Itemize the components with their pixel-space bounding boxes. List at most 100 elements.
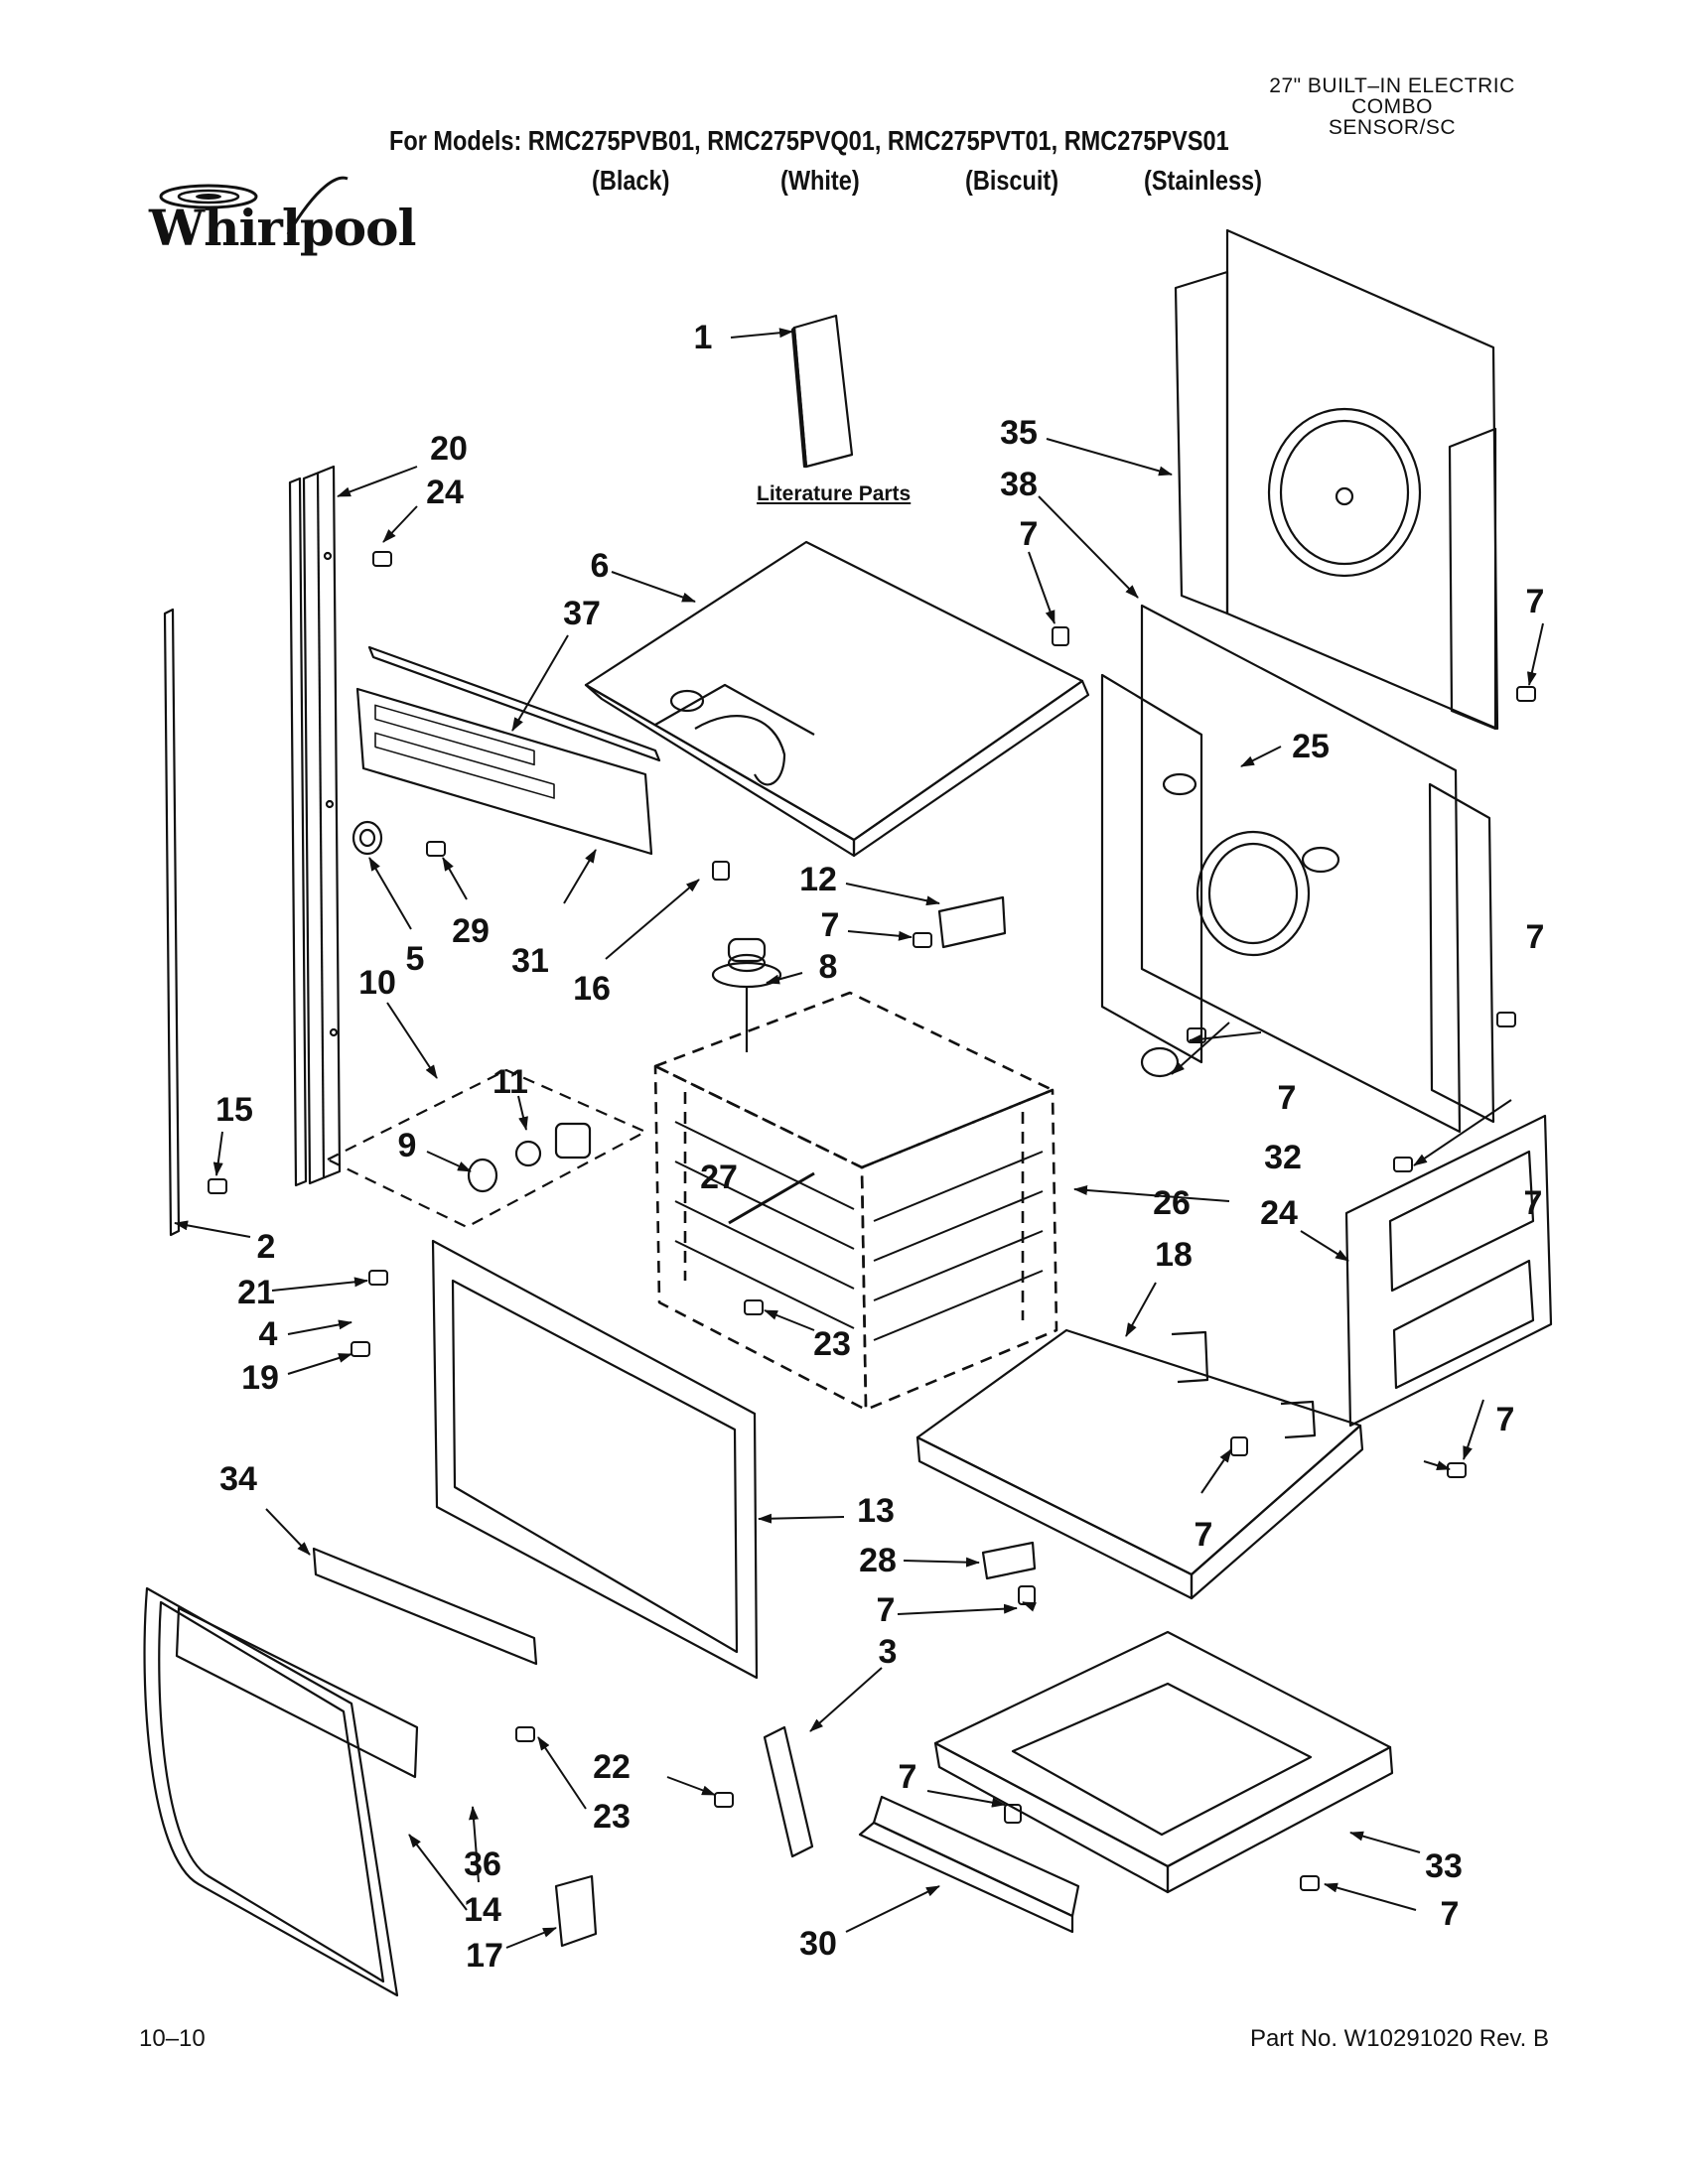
product-line-3: SENSOR/SC bbox=[1328, 116, 1457, 139]
screw-icon bbox=[1300, 1875, 1320, 1891]
part-toe-strip bbox=[858, 1821, 1074, 1934]
callout-1: 1 bbox=[693, 319, 713, 356]
part-door-trim bbox=[175, 1547, 538, 1779]
callout-19: 19 bbox=[241, 1359, 279, 1397]
logo-swirl-icon bbox=[159, 176, 349, 235]
callout-22: 22 bbox=[593, 1748, 631, 1786]
callout-14: 14 bbox=[464, 1891, 501, 1929]
logo-wordmark: Whirlpool bbox=[149, 199, 416, 257]
callout-33: 33 bbox=[1425, 1847, 1463, 1885]
callout-15: 15 bbox=[215, 1091, 253, 1129]
part-hinge-bracket bbox=[763, 1725, 814, 1858]
part-side-trim-left bbox=[288, 465, 342, 1187]
part-literature-book bbox=[790, 314, 854, 469]
callout-27: 27 bbox=[700, 1159, 738, 1196]
callout-7: 7 bbox=[1525, 583, 1545, 620]
callout-5: 5 bbox=[405, 940, 425, 978]
callout-7: 7 bbox=[1495, 1401, 1515, 1438]
callout-7: 7 bbox=[1523, 1184, 1543, 1222]
part-thin-trim-strip bbox=[163, 608, 181, 1237]
screw-icon bbox=[1393, 1157, 1413, 1172]
callout-34: 34 bbox=[219, 1460, 257, 1498]
screw-icon bbox=[1516, 686, 1536, 702]
callout-31: 31 bbox=[511, 942, 549, 980]
screw-icon bbox=[913, 932, 932, 948]
screw-icon bbox=[372, 551, 392, 567]
part-knob-ring bbox=[352, 820, 383, 856]
callout-24: 24 bbox=[426, 474, 464, 511]
part-top-panel bbox=[584, 540, 1090, 858]
callout-2: 2 bbox=[256, 1228, 276, 1266]
callout-35: 35 bbox=[1000, 414, 1038, 452]
screw-icons bbox=[208, 551, 1536, 1891]
screw-icon bbox=[1004, 1804, 1022, 1824]
product-line-1: 27" BUILT–IN ELECTRIC bbox=[1269, 74, 1515, 97]
part-control-panel bbox=[355, 645, 661, 856]
part-bracket-28 bbox=[981, 1541, 1037, 1580]
callout-7: 7 bbox=[1525, 918, 1545, 956]
callout-21: 21 bbox=[237, 1274, 275, 1311]
part-sensor bbox=[711, 937, 782, 1052]
part-element bbox=[728, 1171, 815, 1225]
callout-3: 3 bbox=[878, 1633, 898, 1671]
callout-26: 26 bbox=[1153, 1184, 1191, 1222]
callout-30: 30 bbox=[799, 1925, 837, 1963]
screw-icon bbox=[1052, 626, 1069, 646]
part-floor-shelf bbox=[915, 1328, 1364, 1600]
part-door-gasket bbox=[143, 1586, 399, 1997]
whirlpool-logo: Whirlpool bbox=[139, 175, 416, 284]
screw-icon bbox=[744, 1299, 764, 1315]
callout-6: 6 bbox=[590, 547, 610, 585]
callout-7: 7 bbox=[1019, 515, 1039, 553]
literature-parts-label: Literature Parts bbox=[757, 482, 912, 505]
callout-24: 24 bbox=[1260, 1194, 1298, 1232]
screw-icon bbox=[1496, 1012, 1516, 1027]
callout-10: 10 bbox=[358, 964, 396, 1002]
callout-7: 7 bbox=[1194, 1516, 1213, 1554]
screw-icon bbox=[712, 861, 730, 881]
part-probe-receptacle bbox=[1140, 1046, 1180, 1078]
callout-23: 23 bbox=[813, 1325, 851, 1363]
callout-36: 36 bbox=[464, 1845, 501, 1883]
screw-icon bbox=[368, 1270, 388, 1286]
screw-icon bbox=[1447, 1462, 1467, 1478]
finish-row: (Black) (White) (Biscuit) (Stainless) bbox=[0, 165, 1688, 205]
product-description: 27" BUILT–IN ELECTRIC COMBO SENSOR/SC bbox=[1243, 75, 1541, 138]
screw-icon bbox=[351, 1341, 370, 1357]
part-clip bbox=[554, 1874, 598, 1948]
callout-25: 25 bbox=[1292, 728, 1330, 765]
models-line: For Models: RMC275PVB01, RMC275PVQ01, RM… bbox=[389, 125, 1229, 156]
callout-7: 7 bbox=[898, 1758, 917, 1796]
callout-17: 17 bbox=[466, 1937, 503, 1975]
callout-32: 32 bbox=[1264, 1139, 1302, 1176]
part-bracket-12 bbox=[937, 895, 1007, 949]
callout-23: 23 bbox=[593, 1798, 631, 1836]
part-cavity-racks bbox=[674, 1121, 1044, 1341]
part-oven-cavity bbox=[653, 991, 1058, 1412]
screw-icon bbox=[515, 1726, 535, 1742]
callout-7: 7 bbox=[1277, 1079, 1297, 1117]
callout-8: 8 bbox=[818, 948, 838, 986]
screw-icon bbox=[1018, 1585, 1036, 1605]
part-bottom-tray bbox=[933, 1630, 1394, 1894]
callout-11: 11 bbox=[492, 1063, 528, 1101]
part-rear-frame bbox=[1100, 604, 1495, 1134]
screw-icon bbox=[1230, 1436, 1248, 1456]
finish-biscuit: (Biscuit) bbox=[965, 165, 1059, 196]
date-code: 10–10 bbox=[139, 2025, 206, 2052]
screw-icon bbox=[208, 1178, 227, 1194]
callout-20: 20 bbox=[430, 430, 468, 468]
callout-29: 29 bbox=[452, 912, 490, 950]
callout-7: 7 bbox=[876, 1591, 896, 1629]
part-number: Part No. W10291020 Rev. B bbox=[1249, 2025, 1549, 2052]
callout-16: 16 bbox=[573, 970, 611, 1008]
callout-7: 7 bbox=[820, 906, 840, 944]
callout-4: 4 bbox=[258, 1315, 278, 1353]
callout-7: 7 bbox=[1440, 1895, 1460, 1933]
screw-icon bbox=[426, 841, 446, 857]
callout-12: 12 bbox=[799, 861, 837, 898]
product-line-2: COMBO bbox=[1351, 95, 1433, 118]
finish-white: (White) bbox=[780, 165, 860, 196]
callout-28: 28 bbox=[859, 1542, 897, 1579]
callout-18: 18 bbox=[1155, 1236, 1193, 1274]
